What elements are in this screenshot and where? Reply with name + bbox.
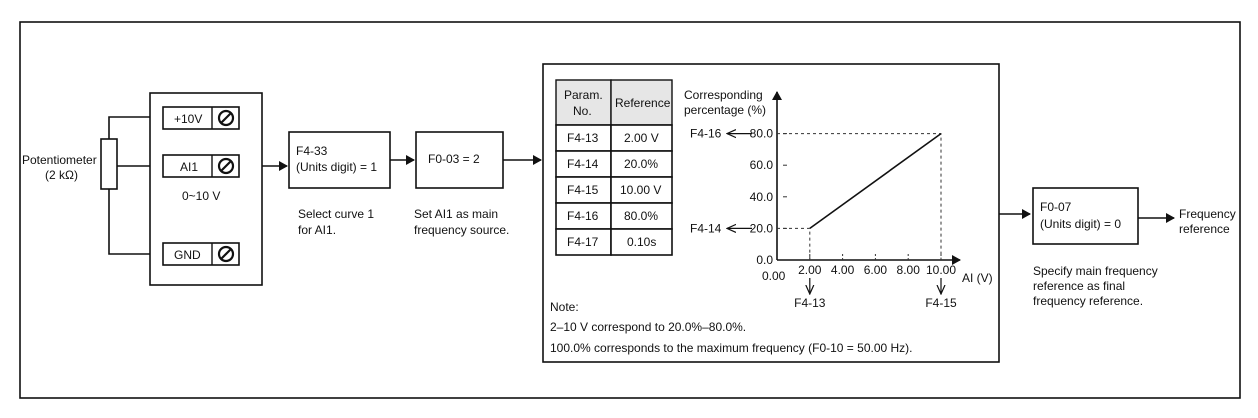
freq-source-value: F0-03 = 2 — [428, 152, 480, 166]
final-freq-block — [1032, 187, 1139, 245]
outer-frame — [19, 21, 1241, 399]
terminal-gnd: GND — [162, 242, 240, 266]
potentiometer-label: Potentiometer — [22, 153, 97, 167]
table-cell-ref: 80.0% — [624, 209, 658, 223]
output-label-2: reference — [1179, 222, 1230, 236]
table-cell-ref: 20.0% — [624, 157, 658, 171]
curve-select-param: F4-33 — [296, 144, 328, 158]
chart-xlabel: AI (V) — [962, 271, 993, 285]
chart-y-tick-label: 0.0 — [756, 253, 773, 267]
table-cell-param: F4-15 — [567, 183, 599, 197]
chart-x-tick-label: 6.00 — [864, 263, 888, 277]
chart-y-tick-label: 80.0 — [750, 127, 774, 141]
table-cell-ref: 2.00 V — [624, 131, 659, 145]
terminal-gnd-label: GND — [174, 248, 201, 262]
curve-select-caption-1: Select curve 1 — [298, 207, 374, 221]
terminal-10v: +10V — [162, 106, 240, 130]
table-header-param: Param. — [564, 88, 603, 102]
note-line-1: 2–10 V correspond to 20.0%–80.0%. — [550, 320, 746, 334]
note-line-2: 100.0% corresponds to the maximum freque… — [550, 341, 913, 355]
curve-select-caption-2: for AI1. — [298, 223, 336, 237]
chart-x-tick-label: 8.00 — [897, 263, 921, 277]
chart-annot-x-high: F4-15 — [925, 296, 957, 310]
table-header-reference: Reference — [615, 96, 671, 110]
screw-icon — [217, 109, 235, 127]
chart-series-line — [809, 132, 942, 230]
final-freq-caption-2: reference as final — [1033, 279, 1125, 293]
potentiometer-resistor — [100, 138, 118, 190]
chart-x-tick-label: 4.00 — [831, 263, 855, 277]
chart-ylabel-1: Corresponding — [684, 88, 763, 102]
chart-x-origin: 0.00 — [762, 269, 786, 283]
chart-x-tick-label: 2.00 — [798, 263, 822, 277]
final-freq-param: F0-07 — [1040, 200, 1072, 214]
parameter-table: Param. No. Reference F4-13 2.00 V F4-14 … — [555, 79, 673, 256]
screw-icon — [217, 245, 235, 263]
table-header-param-2: No. — [573, 104, 592, 118]
curve-select-value: (Units digit) = 1 — [296, 160, 377, 174]
screw-icon — [217, 157, 235, 175]
terminal-ai1: AI1 — [162, 154, 240, 178]
curve-chart: Corresponding percentage (%) AI (V) 0.00… — [684, 88, 993, 310]
freq-source-block — [415, 131, 504, 189]
table-cell-param: F4-17 — [567, 235, 599, 249]
freq-source-caption-2: frequency source. — [414, 223, 509, 237]
output-label-1: Frequency — [1179, 207, 1236, 221]
chart-ylabel-2: percentage (%) — [684, 103, 766, 117]
chart-y-tick-label: 60.0 — [750, 158, 774, 172]
terminal-range: 0~10 V — [182, 189, 220, 203]
note-title: Note: — [550, 300, 579, 314]
chart-annot-x-low: F4-13 — [794, 296, 826, 310]
table-cell-param: F4-14 — [567, 157, 599, 171]
chart-y-tick-label: 40.0 — [750, 190, 774, 204]
final-freq-value: (Units digit) = 0 — [1040, 217, 1121, 231]
table-cell-param: F4-16 — [567, 209, 599, 223]
chart-annot-y-high: F4-16 — [690, 127, 722, 141]
final-freq-caption-3: frequency reference. — [1033, 294, 1143, 308]
freq-source-caption-1: Set AI1 as main — [414, 207, 498, 221]
table-cell-param: F4-13 — [567, 131, 599, 145]
chart-annot-y-low: F4-14 — [690, 221, 722, 235]
table-cell-ref: 10.00 V — [620, 183, 661, 197]
terminal-ai1-label: AI1 — [180, 160, 198, 174]
potentiometer-value: (2 kΩ) — [45, 168, 78, 182]
table-cell-ref: 0.10s — [627, 235, 656, 249]
chart-x-tick-label: 10.00 — [926, 263, 956, 277]
final-freq-caption-1: Specify main frequency — [1033, 264, 1158, 278]
terminal-10v-label: +10V — [174, 112, 202, 126]
chart-y-tick-label: 20.0 — [750, 221, 774, 235]
